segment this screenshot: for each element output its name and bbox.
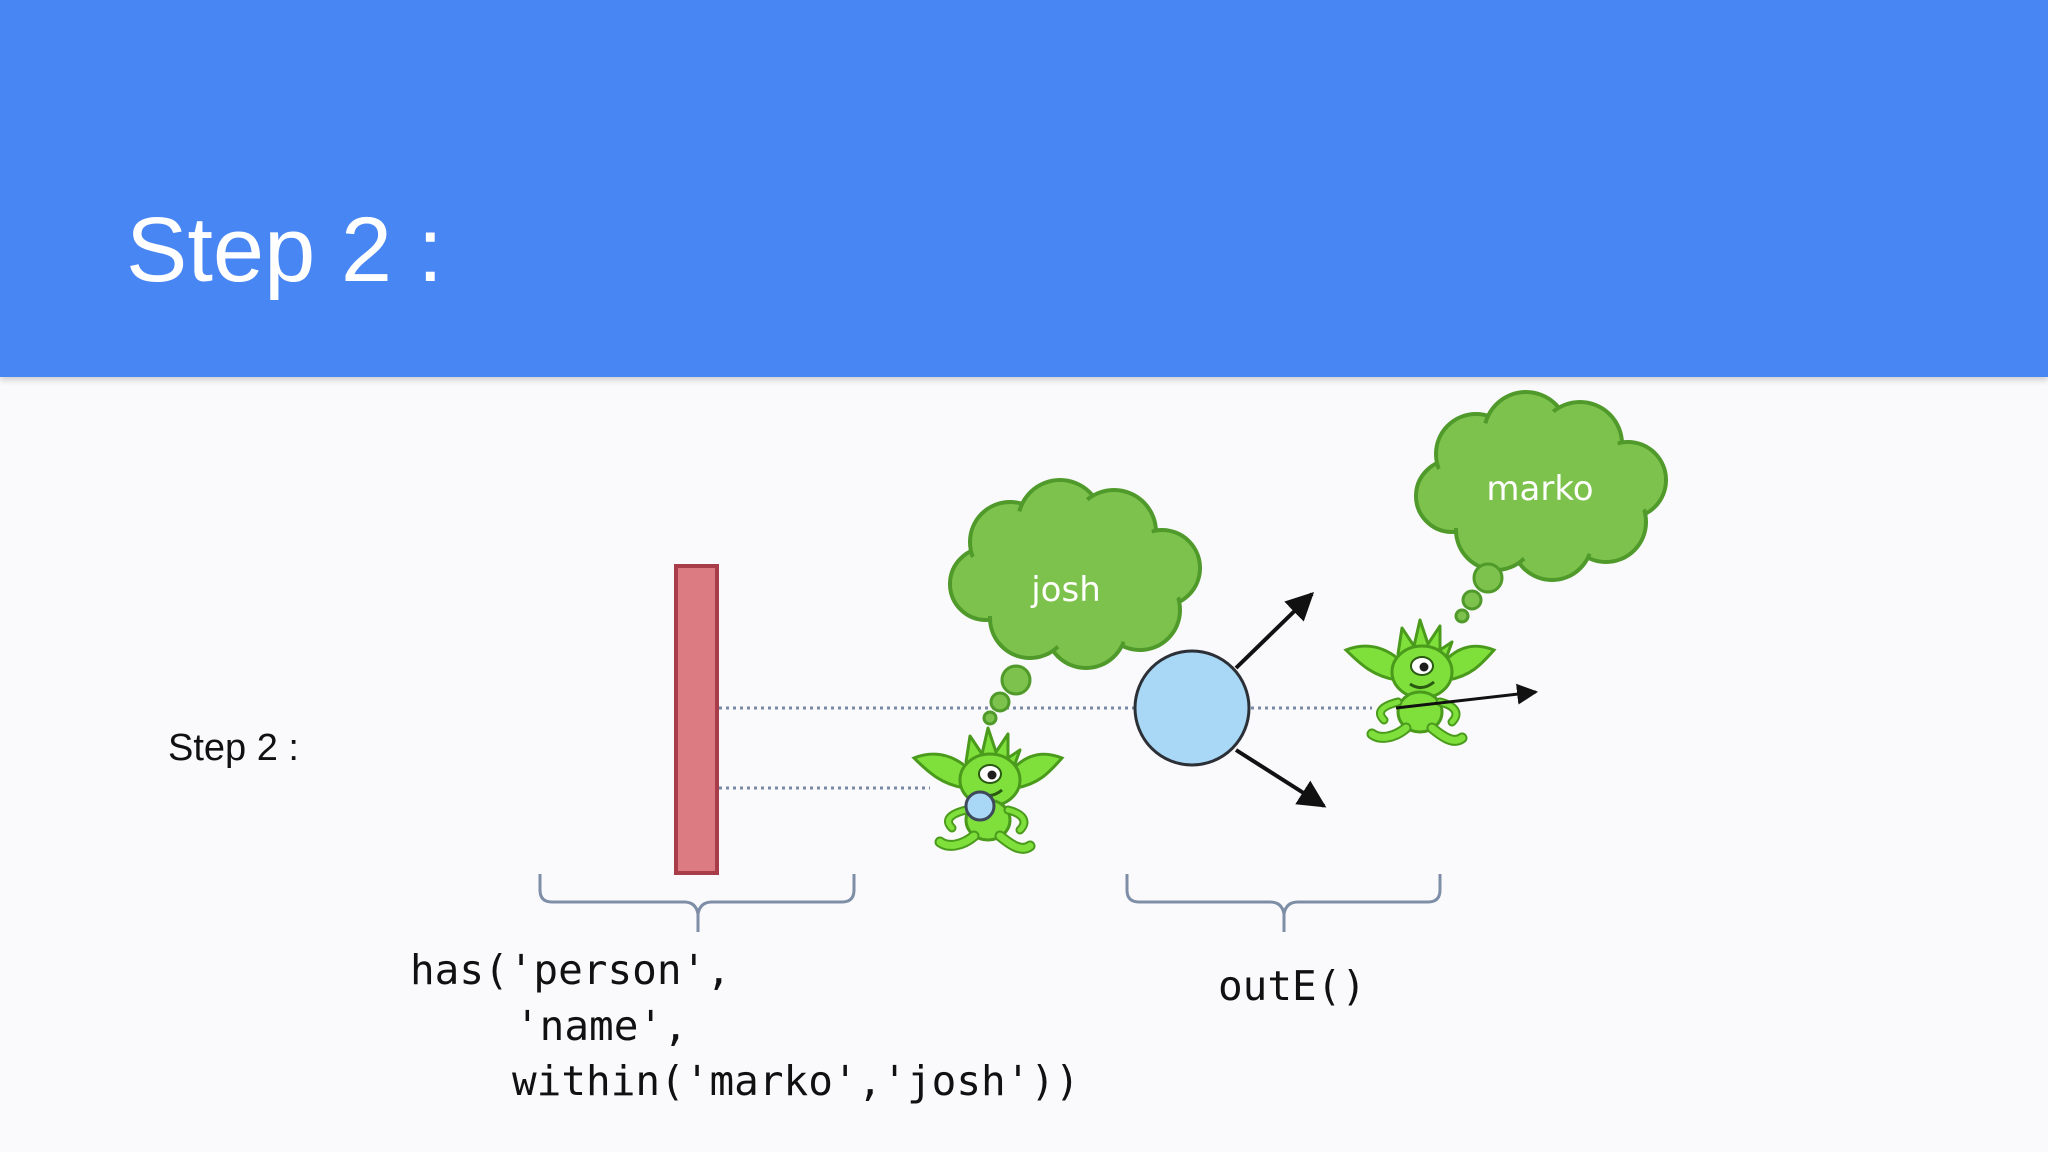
code-has-line-2: 'name', — [515, 1002, 688, 1050]
code-has-line-3: within('marko','josh')) — [512, 1057, 1080, 1105]
code-oute: outE() — [1218, 962, 1366, 1010]
vertex-circle — [1133, 649, 1251, 767]
curly-brace-left — [538, 874, 856, 932]
out-edge-down — [1234, 748, 1327, 808]
step-side-label: Step 2 : — [168, 727, 299, 769]
filter-bar — [674, 564, 719, 875]
curly-brace-right — [1125, 874, 1442, 932]
slide-header: Step 2 : — [0, 0, 2048, 377]
thought-cloud-icon — [948, 478, 1202, 726]
gremlin-traverser-icon — [914, 728, 1062, 848]
gremlin-traverser-icon — [1346, 620, 1494, 740]
out-edge-up — [1234, 592, 1315, 670]
thought-label-marko: marko — [1486, 469, 1593, 509]
carried-vertex-icon — [964, 790, 996, 822]
slide-title: Step 2 : — [126, 199, 444, 301]
thought-cloud-icon — [1414, 390, 1668, 624]
thought-label-josh: josh — [1030, 570, 1101, 610]
code-has-line-1: has('person', — [410, 946, 731, 994]
gremlin-edge-arrow — [1395, 683, 1539, 710]
